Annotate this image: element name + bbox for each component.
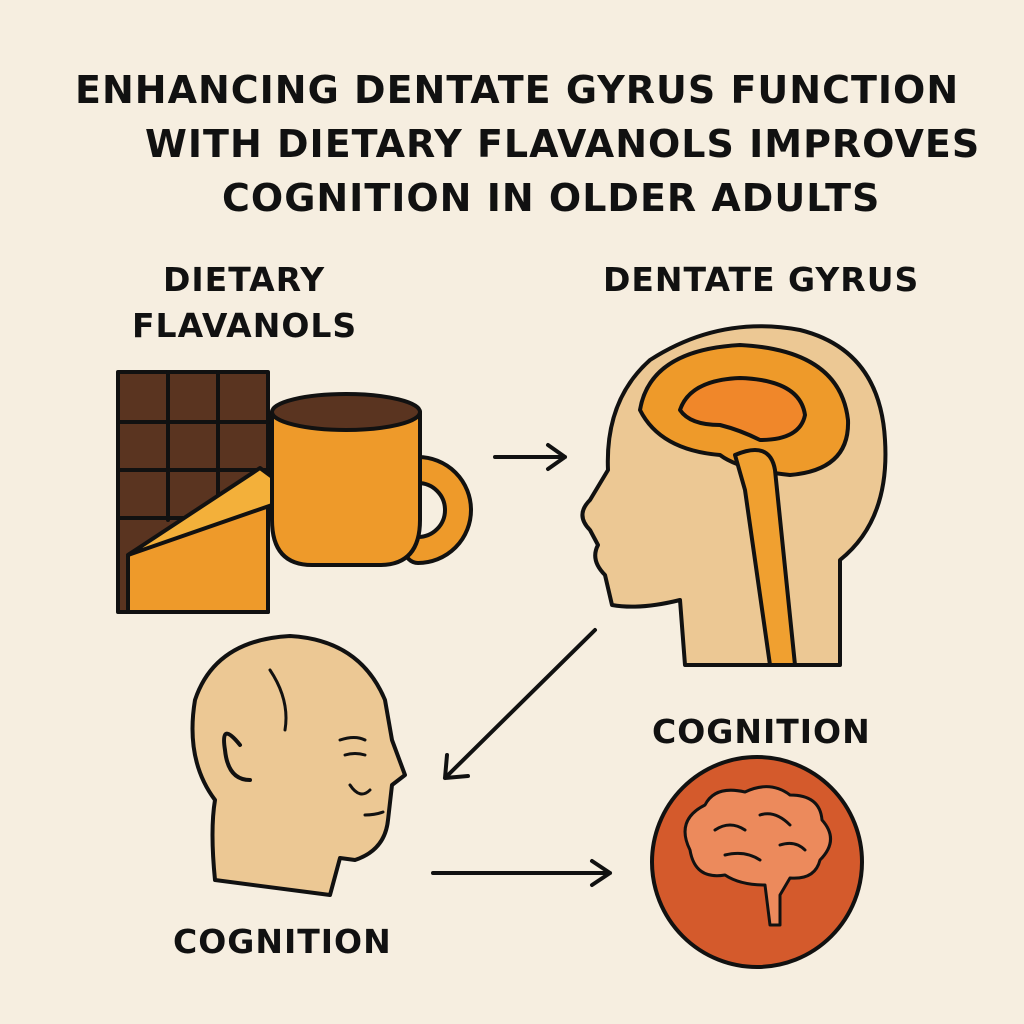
arrow-right-icon bbox=[493, 443, 567, 471]
arrow-right-bottom-icon bbox=[431, 859, 612, 887]
title-line-2: WITH DIETARY FLAVANOLS IMPROVES bbox=[145, 122, 981, 166]
brain-circle-icon bbox=[650, 755, 864, 969]
chocolate-bar-icon bbox=[116, 370, 300, 614]
label-cognition-left: COGNITION bbox=[173, 922, 392, 961]
arrow-diagonal-icon bbox=[443, 628, 597, 780]
title-line-1: ENHANCING DENTATE GYRUS FUNCTION bbox=[75, 68, 960, 112]
head-with-brain-icon bbox=[580, 324, 888, 667]
label-dietary: DIETARY bbox=[163, 260, 326, 299]
title-line-3: COGNITION IN OLDER ADULTS bbox=[222, 176, 881, 220]
label-flavanols: FLAVANOLS bbox=[132, 306, 358, 345]
label-dentate-gyrus: DENTATE GYRUS bbox=[603, 260, 920, 299]
older-adult-head-icon bbox=[190, 634, 407, 897]
label-cognition-right: COGNITION bbox=[652, 712, 871, 751]
coffee-mug-icon bbox=[270, 392, 473, 567]
